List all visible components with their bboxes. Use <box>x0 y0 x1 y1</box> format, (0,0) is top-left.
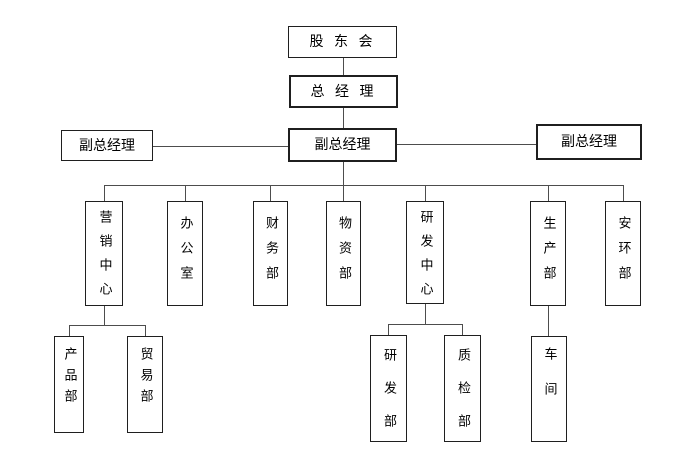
node-label: 研发中心 <box>417 210 433 306</box>
connector-drop-marketing <box>104 185 105 201</box>
node-label: 质检部 <box>455 348 470 447</box>
connector-rnd-stem <box>425 304 426 324</box>
node-label: 营销中心 <box>96 210 112 306</box>
node-label: 副总经理 <box>79 137 135 154</box>
node-label: 股 东 会 <box>309 34 376 50</box>
node-rnd-center: 研发中心 <box>406 201 444 306</box>
node-label: 生产部 <box>540 216 556 291</box>
connector-rnd-bar <box>388 324 463 325</box>
connector-dgm-center-drop <box>343 162 344 201</box>
node-marketing-center: 营销中心 <box>85 201 123 306</box>
node-quality-inspection-dept: 质检部 <box>444 335 481 447</box>
node-label: 贸易部 <box>137 347 153 410</box>
connector-gm-dgm-center <box>343 108 344 128</box>
node-label: 副总经理 <box>561 134 617 150</box>
node-product-dept: 产品部 <box>54 336 84 433</box>
connector-dgm-center-right <box>397 144 536 145</box>
node-label: 副总经理 <box>314 137 371 153</box>
connector-drop-product <box>69 325 70 336</box>
node-finance-dept: 财务部 <box>253 201 288 306</box>
connector-drop-production <box>548 185 549 201</box>
node-deputy-gm-right: 副总经理 <box>536 124 642 160</box>
node-label: 总 经 理 <box>310 83 377 100</box>
connector-dgm-center-left <box>153 146 288 147</box>
connector-drop-safety <box>623 185 624 201</box>
connector-drop-finance <box>270 185 271 201</box>
node-general-manager: 总 经 理 <box>289 75 398 108</box>
connector-marketing-stem <box>104 306 105 325</box>
node-label: 安环部 <box>615 216 631 291</box>
node-shareholders-meeting: 股 东 会 <box>288 26 397 58</box>
node-label: 产品部 <box>61 347 77 410</box>
connector-drop-rnd-center <box>425 185 426 201</box>
connector-distribution-bar <box>104 185 624 186</box>
connector-drop-office <box>185 185 186 201</box>
connector-shareholders-gm <box>343 58 344 75</box>
connector-marketing-bar <box>69 325 146 326</box>
node-production-dept: 生产部 <box>530 201 566 306</box>
node-rnd-dept: 研发部 <box>370 335 407 447</box>
node-label: 物资部 <box>336 216 351 291</box>
node-label: 研发部 <box>381 348 396 447</box>
connector-drop-quality <box>462 324 463 335</box>
node-trade-dept: 贸易部 <box>127 336 163 433</box>
node-safety-env-dept: 安环部 <box>605 201 641 306</box>
node-label: 财务部 <box>263 216 278 291</box>
node-deputy-gm-center: 副总经理 <box>288 128 397 162</box>
node-label: 车间 <box>541 347 557 417</box>
node-office: 办公室 <box>167 201 203 306</box>
node-label: 办公室 <box>177 216 193 291</box>
node-materials-dept: 物资部 <box>326 201 361 306</box>
connector-drop-trade <box>145 325 146 336</box>
connector-drop-rnd <box>388 324 389 335</box>
connector-production-workshop <box>548 306 549 336</box>
node-deputy-gm-left: 副总经理 <box>61 130 153 161</box>
node-workshop: 车间 <box>531 336 567 442</box>
